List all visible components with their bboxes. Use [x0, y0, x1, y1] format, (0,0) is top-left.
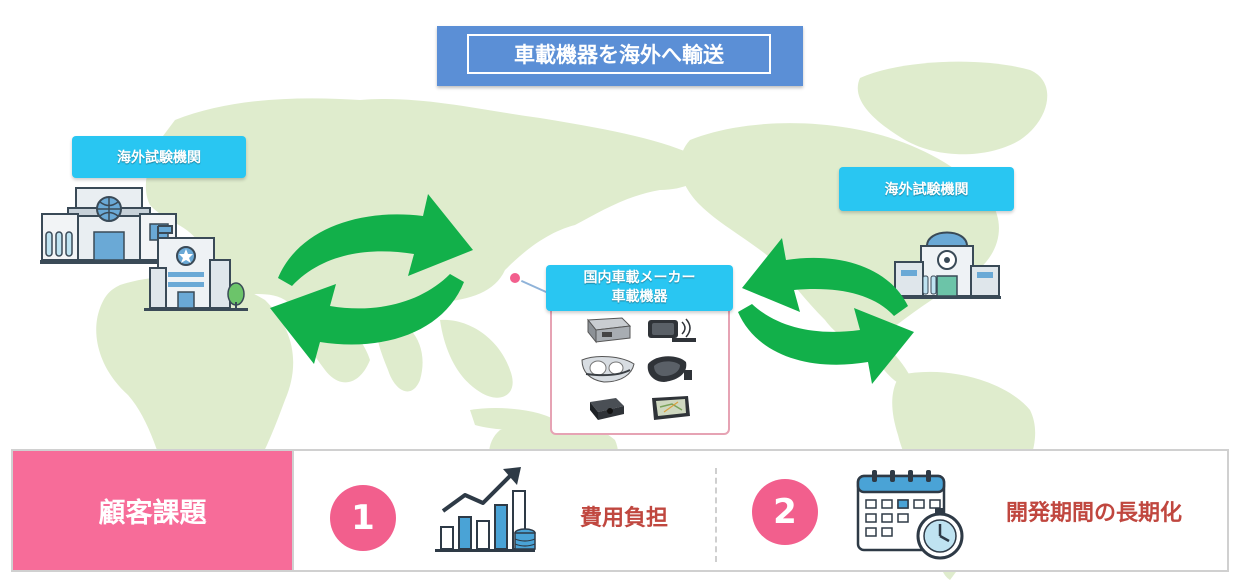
- device-panel: [550, 300, 730, 435]
- title-box: 車載機器を海外へ輸送: [437, 26, 803, 86]
- headlight-icon: [581, 356, 635, 383]
- bar-chart-growth-icon: [435, 467, 536, 552]
- dashcam-icon: [590, 398, 624, 420]
- navigation-unit-icon: [652, 396, 690, 420]
- calendar-stopwatch-icon: [856, 470, 964, 560]
- right-lab-building-icon: [893, 231, 1001, 299]
- issue-text-2: 開発期間の長期化: [1006, 501, 1183, 526]
- issue-divider: [715, 468, 717, 562]
- domestic-maker-label: 国内車載メーカー 車載機器: [546, 265, 733, 311]
- issue-number-2: 2: [752, 479, 818, 545]
- domestic-maker-label-line1: 国内車載メーカー: [583, 270, 696, 286]
- left-lab-label: 海外試験機関: [72, 136, 246, 178]
- ecu-box-icon: [587, 317, 632, 344]
- side-mirror-icon: [647, 356, 692, 382]
- left-cycle-arrows-icon: [270, 194, 473, 364]
- issue-number-1: 1: [330, 485, 396, 551]
- japan-marker-icon: [508, 271, 522, 285]
- gps-antenna-icon: [648, 318, 696, 342]
- page-title: 車載機器を海外へ輸送: [467, 34, 771, 74]
- issues-heading: 顧客課題: [11, 449, 294, 572]
- domestic-maker-label-line2: 車載機器: [611, 289, 668, 305]
- issue-text-1: 費用負担: [580, 506, 669, 531]
- left-lab-building-icon: [40, 187, 248, 311]
- device-images: [581, 317, 696, 420]
- right-lab-label: 海外試験機関: [839, 167, 1014, 211]
- right-cycle-arrows-icon: [738, 238, 914, 384]
